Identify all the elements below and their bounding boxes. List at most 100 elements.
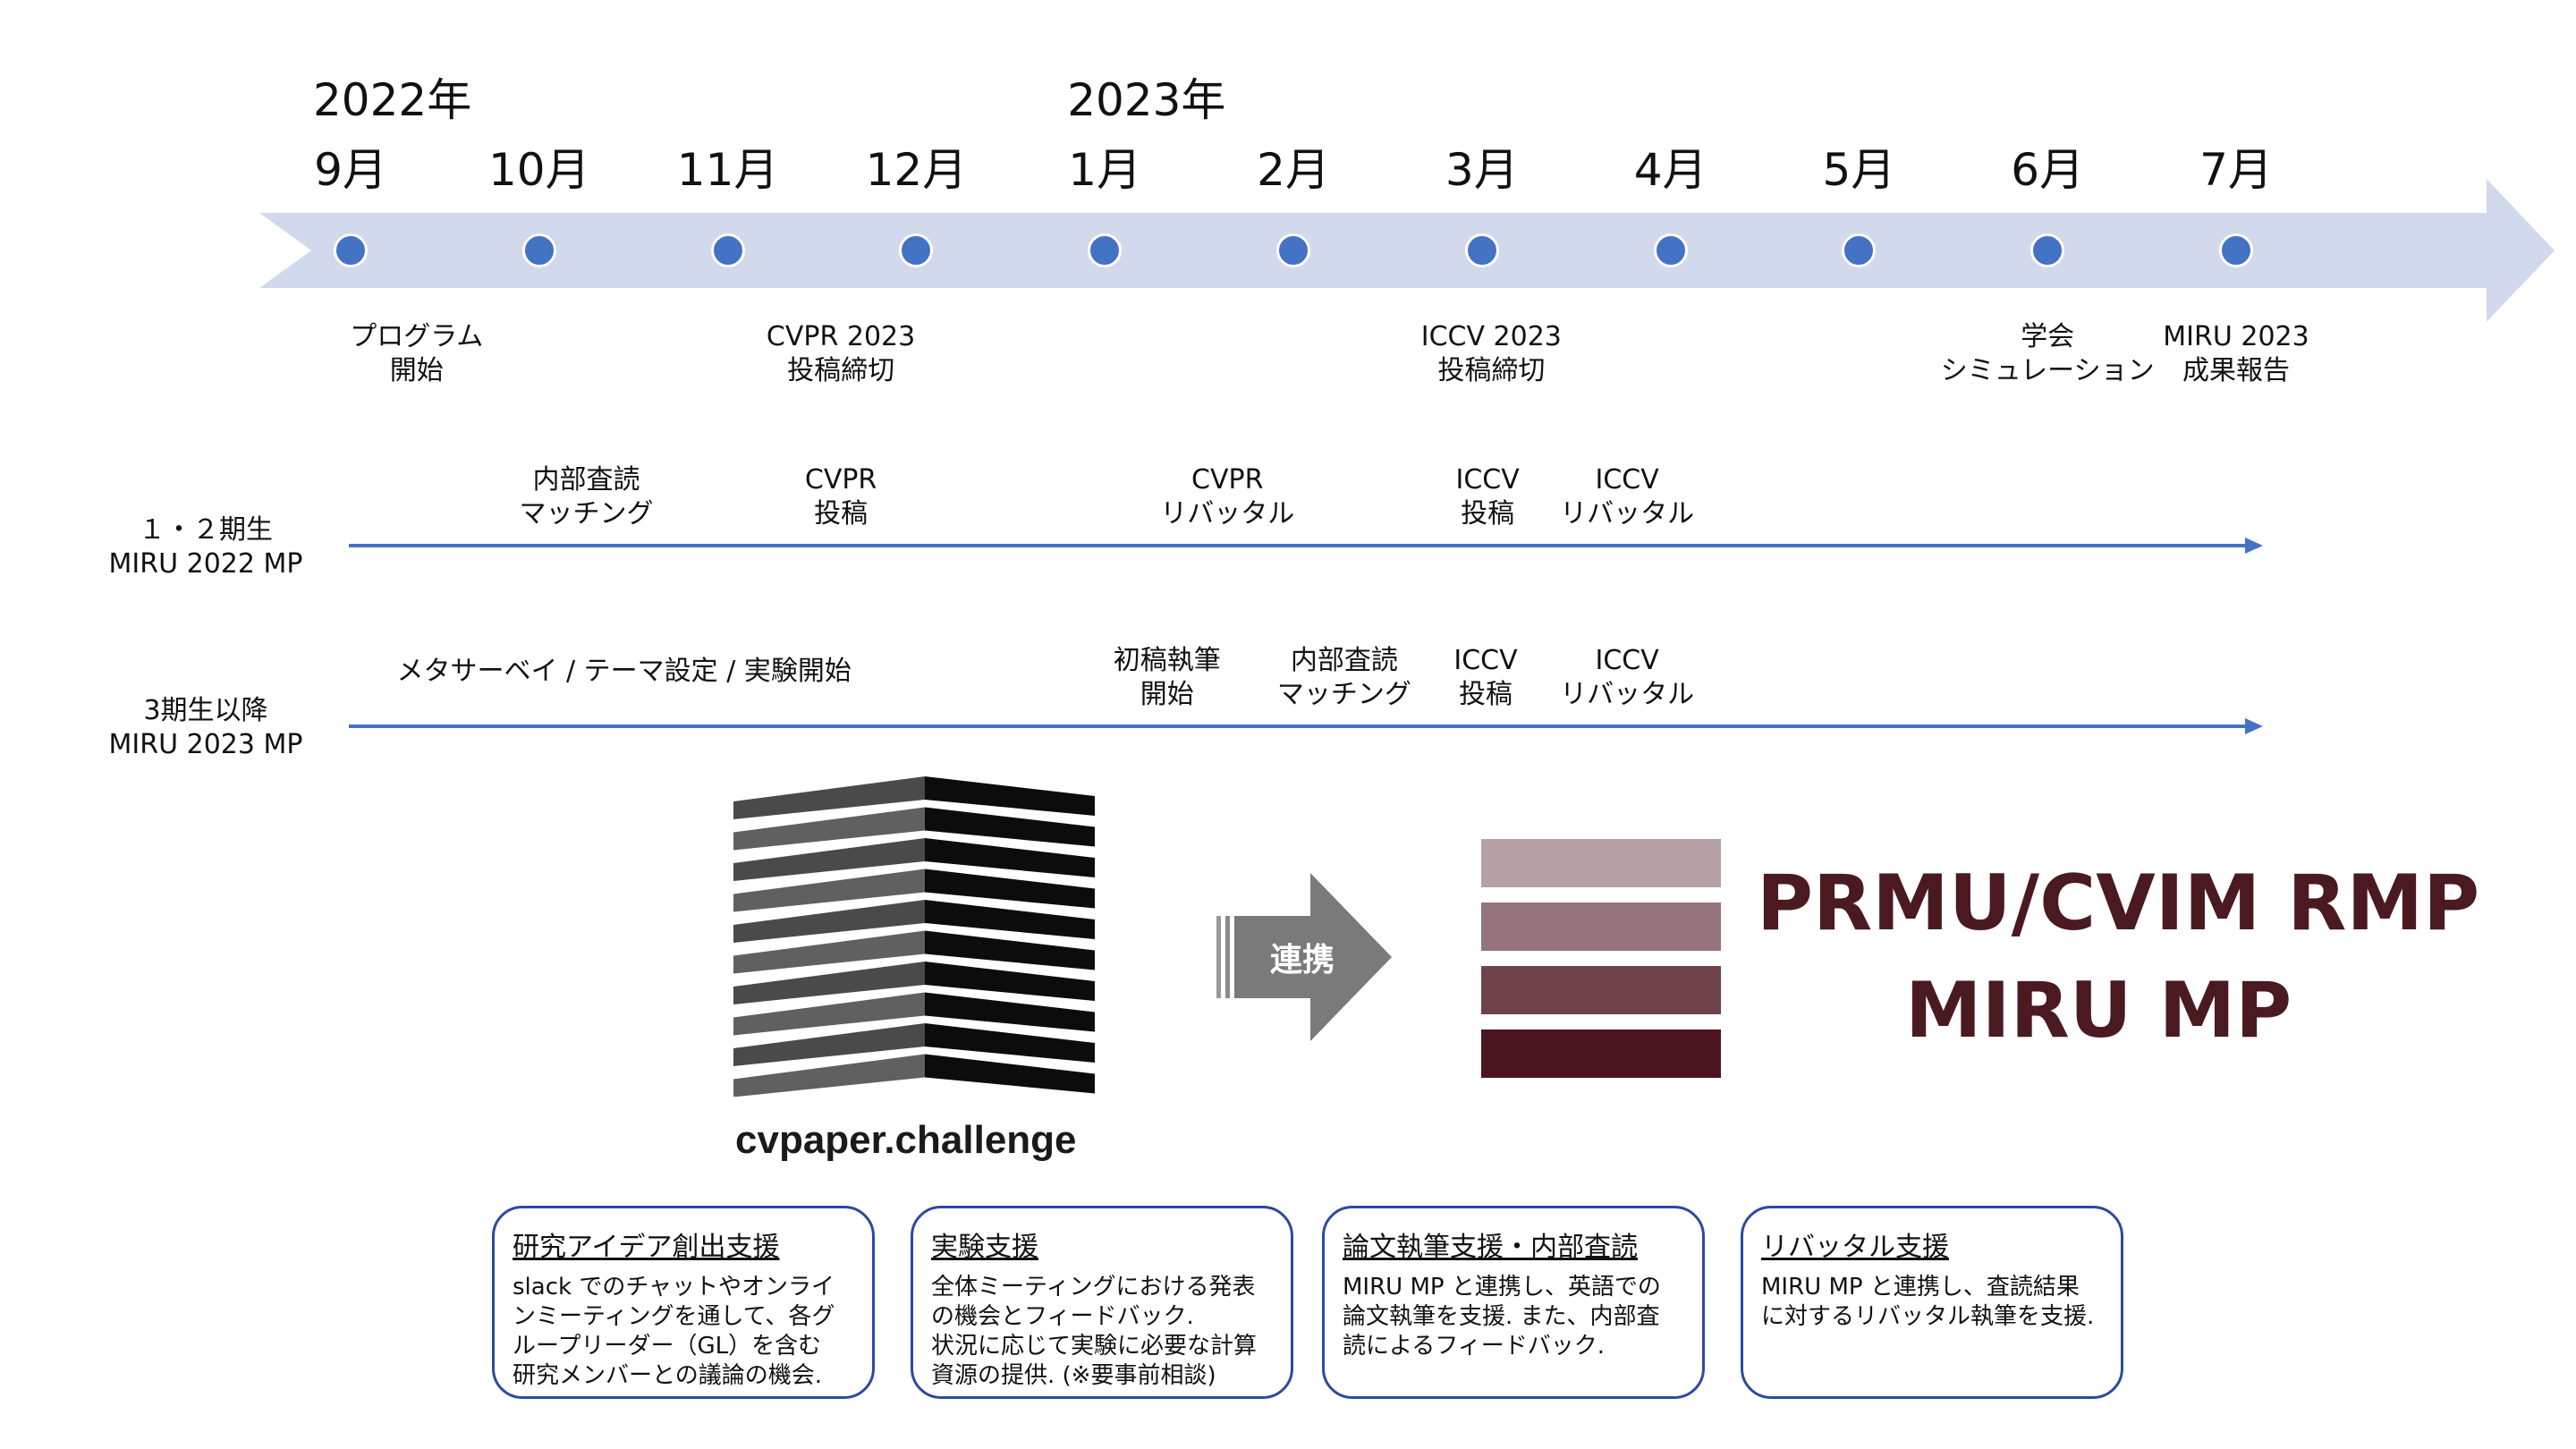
timeline-dot xyxy=(899,233,934,267)
milestone-line: プログラム xyxy=(350,321,484,352)
support-box: 論文執筆支援・内部査読 MIRU MP と連携し、英語での 論文執筆を支援. また… xyxy=(1322,1206,1705,1399)
timeline-dot xyxy=(521,233,556,267)
track-event-label: 内部査読マッチング xyxy=(520,463,654,531)
year-label: 2023年 xyxy=(1067,74,1226,126)
stack-bar xyxy=(1481,839,1721,887)
track-event-line: CVPR xyxy=(1191,464,1264,496)
building-right-stripe xyxy=(925,1054,1095,1094)
track-event-line: 内部査読 xyxy=(532,464,640,496)
milestone-line: ICCV 2023 xyxy=(1420,321,1562,352)
building-right-stripe xyxy=(925,1023,1095,1063)
link-arrow xyxy=(1216,873,1392,1041)
track-arrowhead xyxy=(2245,538,2263,554)
building-left-stripe xyxy=(733,807,925,851)
month-label: 5月 xyxy=(1822,144,1896,196)
support-box-title: 実験支援 xyxy=(931,1232,1038,1263)
track-arrowhead xyxy=(2245,718,2263,734)
track-event-label: 初稿執筆開始 xyxy=(1114,644,1221,712)
track-label-line: MIRU 2023 MP xyxy=(108,729,303,760)
milestone-line: 投稿締切 xyxy=(787,355,895,386)
milestone-line: CVPR 2023 xyxy=(766,321,916,352)
timeline-dot xyxy=(334,233,368,267)
track-label-line: MIRU 2022 MP xyxy=(108,548,303,580)
support-box-text: MIRU MP と連携し、査読結果 に対するリバッタル執筆を支援. xyxy=(1761,1274,2095,1330)
cvpaper-name: cvpaper.challenge xyxy=(735,1118,1077,1162)
support-box: 実験支援全体ミーティングにおける発表 の機会とフィードバック. 状況に応じて実験… xyxy=(911,1206,1293,1399)
month-label: 6月 xyxy=(2011,144,2085,196)
track-event-line: マッチング xyxy=(1276,679,1411,710)
prmu-stack-logo xyxy=(1481,839,1721,1078)
building-left-stripe xyxy=(733,776,925,819)
track-line xyxy=(349,724,2245,728)
track-event-line: 初稿執筆 xyxy=(1113,645,1221,676)
building-right-stripe xyxy=(925,930,1095,970)
building-left-stripe xyxy=(733,930,925,974)
track-event-label: 内部査読マッチング xyxy=(1277,644,1411,712)
timeline-arrow xyxy=(259,179,2555,322)
month-label: 11月 xyxy=(676,144,779,196)
building-right-stripe xyxy=(925,992,1095,1032)
building-left-stripe xyxy=(733,838,925,881)
track-event-label: メタサーベイ / テーマ設定 / 実験開始 xyxy=(396,655,851,689)
month-label: 9月 xyxy=(314,144,387,196)
month-label: 4月 xyxy=(1633,144,1707,196)
building-left-stripe xyxy=(733,1054,925,1097)
track-event-line: 開始 xyxy=(1140,679,1194,710)
building-left-stripe xyxy=(733,900,925,943)
building-left-stripe xyxy=(733,962,925,1004)
support-box-title: 研究アイデア創出支援 xyxy=(513,1232,780,1263)
building-left-stripe xyxy=(733,1023,925,1066)
milestone-line: 開始 xyxy=(389,355,444,386)
track-event-line: マッチング xyxy=(519,498,654,530)
support-box-title: 論文執筆支援・内部査読 xyxy=(1343,1232,1638,1263)
track-label-line: １・２期生 xyxy=(139,514,273,546)
timeline-dot xyxy=(710,233,745,267)
milestone-line: 成果報告 xyxy=(2182,355,2290,386)
building-right-stripe xyxy=(925,776,1095,816)
building-right-stripe xyxy=(925,869,1095,909)
building-left-stripe xyxy=(733,869,925,912)
timeline-dot xyxy=(1842,233,1877,267)
support-box-text: MIRU MP と連携し、英語での 論文執筆を支援. また、内部査 読によるフィ… xyxy=(1343,1274,1661,1360)
timeline-dot xyxy=(1088,233,1123,267)
track-event-line: 内部査読 xyxy=(1290,645,1398,676)
timeline-dot xyxy=(2030,233,2065,267)
building-right-stripe xyxy=(925,900,1095,939)
month-label: 10月 xyxy=(487,144,590,196)
track-label-line: 3期生以降 xyxy=(143,695,268,726)
year-label: 2022年 xyxy=(313,74,472,126)
milestone-label: 学会シミュレーション xyxy=(1941,320,2155,388)
support-box-text: 全体ミーティングにおける発表 の機会とフィードバック. 状況に応じて実験に必要な… xyxy=(931,1274,1258,1389)
track-event-line: リバッタル xyxy=(1160,498,1295,530)
track-event-line: リバッタル xyxy=(1560,498,1695,530)
track-event-line: ICCV xyxy=(1595,645,1659,676)
timeline-dot xyxy=(2219,233,2253,267)
stack-bar xyxy=(1481,966,1721,1014)
month-label: 7月 xyxy=(2199,144,2273,196)
stack-bar xyxy=(1481,1030,1721,1078)
month-label: 3月 xyxy=(1445,144,1519,196)
stack-bar xyxy=(1481,902,1721,951)
brand-title-line1: PRMU/CVIM RMP xyxy=(1757,859,2480,948)
building-right-stripe xyxy=(925,962,1095,1001)
track-event-line: 投稿 xyxy=(1459,679,1513,710)
building-right-stripe xyxy=(925,807,1095,847)
month-label: 2月 xyxy=(1257,144,1330,196)
month-label: 1月 xyxy=(1068,144,1142,196)
track-event-line: 投稿 xyxy=(814,498,869,530)
milestone-line: 学会 xyxy=(2021,321,2075,352)
brand-title-line2: MIRU MP xyxy=(1905,966,2292,1055)
milestone-line: 投稿締切 xyxy=(1437,355,1546,386)
timeline-dot xyxy=(1653,233,1688,267)
